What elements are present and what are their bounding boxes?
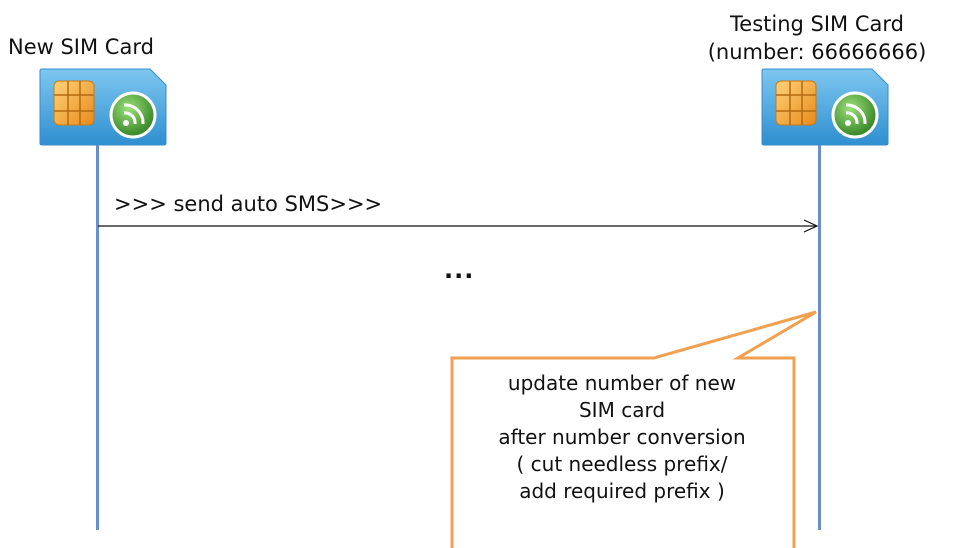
note-line: ( cut needless prefix/ (516, 452, 728, 476)
right-lifeline (818, 145, 821, 530)
ellipsis: ... (444, 256, 475, 284)
note-line: SIM card (578, 398, 666, 422)
message-label: >>> send auto SMS>>> (114, 192, 383, 216)
right-participant-title-line1: Testing SIM Card (730, 12, 904, 36)
note-line: update number of new (507, 371, 737, 395)
note-callout (450, 310, 817, 548)
sim-card-icon (761, 68, 889, 146)
message-arrowhead (803, 219, 819, 233)
left-participant-title: New SIM Card (8, 35, 154, 59)
note-line: after number conversion (498, 425, 746, 449)
sim-card-icon (39, 68, 167, 146)
right-participant-title-line2: (number: 66666666) (707, 40, 927, 64)
left-lifeline (96, 145, 99, 530)
note-text: update number of new SIM card after numb… (454, 370, 790, 505)
right-participant-title: Testing SIM Card (number: 66666666) (680, 10, 954, 66)
note-line: add required prefix ) (519, 479, 725, 503)
